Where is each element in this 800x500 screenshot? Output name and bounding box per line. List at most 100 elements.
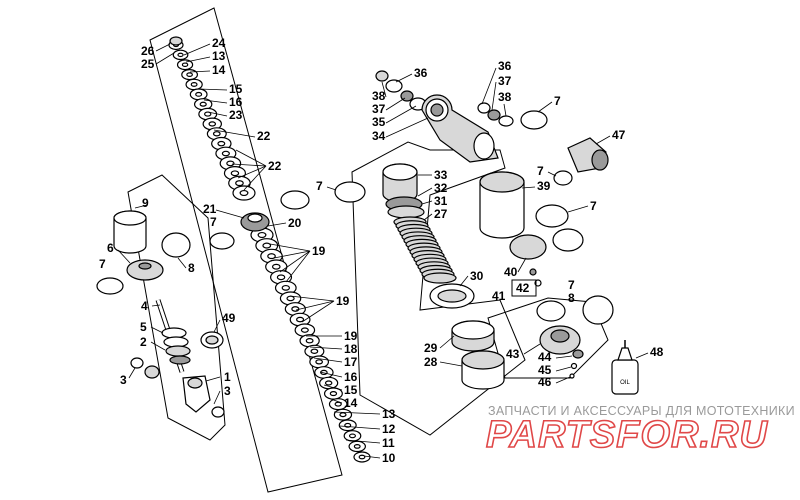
callout-10: 10: [382, 451, 396, 465]
shim-washer-hole: [339, 412, 347, 418]
callout-36-right: 36: [498, 59, 512, 73]
o-ring-mid: [280, 190, 310, 210]
valve-ball: [569, 373, 575, 379]
spring-coil: [423, 272, 457, 284]
callout-8-left: 8: [188, 261, 195, 275]
shim-washer-hole: [177, 52, 184, 58]
callout-15-bottom: 15: [344, 383, 358, 397]
shaft-seal-lower: [165, 345, 191, 357]
callout-8-end: 8: [568, 291, 575, 305]
washer-right-3: [498, 115, 514, 127]
callout-19-mid: 19: [336, 294, 350, 308]
spacer: [144, 365, 160, 379]
oil-bottle: OIL: [611, 340, 639, 395]
shim-washer-hole: [276, 274, 286, 281]
shim-washer-hole: [212, 131, 221, 137]
callout-30: 30: [470, 269, 484, 283]
callout-14-bottom: 14: [344, 396, 358, 410]
callout-2: 2: [140, 335, 147, 349]
piston-ring: [209, 232, 235, 250]
shim-washer-hole: [348, 433, 356, 439]
callout-34: 34: [372, 129, 386, 143]
end-seal: [582, 295, 614, 325]
callout-42: 42: [516, 281, 530, 295]
callout-37-left: 37: [372, 102, 386, 116]
callout-1: 1: [224, 370, 231, 384]
callout-6: 6: [107, 241, 114, 255]
shaft-assembly: [96, 210, 225, 418]
seal: [161, 232, 191, 258]
callout-7-valve: 7: [537, 164, 544, 178]
shim-washer-hole: [281, 284, 291, 291]
callout-5: 5: [140, 320, 147, 334]
watermark-tagline: ЗАПЧАСТИ И АКСЕССУАРЫ ДЛЯ МОТОТЕХНИКИ: [488, 404, 795, 418]
o-ring-upper-right: [520, 110, 548, 130]
snap-ring-left: [130, 357, 144, 369]
bolt-head: [375, 70, 389, 82]
shim-washer-hole: [239, 189, 249, 197]
callout-15-top: 15: [229, 82, 243, 96]
callout-25: 25: [141, 57, 155, 71]
callout-21: 21: [203, 202, 217, 216]
shim-washer-hole: [271, 263, 281, 270]
eyelet-hole: [187, 377, 203, 389]
shim-washer-hole: [305, 337, 314, 344]
reservoir-cap-center: [550, 329, 570, 343]
shaft-cap: [126, 259, 164, 281]
bushing-hole: [205, 335, 219, 345]
shim-washer-hole: [358, 454, 366, 460]
o-ring-body: [334, 181, 366, 203]
shim-washer-hole: [291, 306, 300, 312]
callout-16-top: 16: [229, 95, 243, 109]
callout-7-body: 7: [316, 179, 323, 193]
callout-38-left: 38: [372, 89, 386, 103]
shim-washer-hole: [286, 295, 295, 302]
shim-washer-hole: [181, 62, 189, 68]
shim-washer-hole: [190, 82, 198, 87]
callout-46: 46: [538, 375, 552, 389]
callout-29: 29: [424, 341, 438, 355]
shim-washer-hole: [329, 391, 338, 397]
callout-24: 24: [212, 36, 226, 50]
shim-stack-frame: [149, 7, 343, 493]
bump-stop-top: [113, 210, 147, 226]
shaft-washer: [169, 355, 191, 365]
callout-13-top: 13: [212, 49, 226, 63]
shim-washer-hole: [199, 101, 207, 107]
callout-45: 45: [538, 363, 552, 377]
callout-13-bottom: 13: [382, 407, 396, 421]
callouts-left: 9 6 7 8 4 5 2 49 3 1 3: [99, 196, 236, 405]
callout-31: 31: [434, 194, 448, 208]
callout-26: 26: [141, 44, 155, 58]
body-cap-top: [382, 163, 418, 181]
body-head-port: [473, 132, 495, 160]
schrader-valve: [572, 349, 584, 359]
valve-seal: [570, 362, 578, 370]
callout-39: 39: [537, 179, 551, 193]
callout-3-right: 3: [224, 384, 231, 398]
callout-27: 27: [434, 207, 448, 221]
shim-stack: [168, 36, 371, 463]
callouts-shim-stack: 26 25 24 13 14 15 16 23 22 22 21 7 20 19…: [141, 36, 396, 465]
washer-right-1: [477, 102, 491, 114]
callout-43: 43: [506, 347, 520, 361]
snap-ring-right: [211, 406, 225, 418]
shim-washer-hole: [257, 231, 267, 239]
callout-7-end: 7: [568, 278, 575, 292]
shim-washer-hole: [315, 359, 323, 365]
callout-9: 9: [142, 196, 149, 210]
shim-washer-hole: [296, 316, 305, 323]
callout-14-top: 14: [212, 63, 226, 77]
oil-bottle-neck: [617, 347, 633, 361]
watermark-brand-logo: PARTSFOR.RU: [485, 413, 768, 457]
shock-body: [334, 163, 505, 390]
callout-40: 40: [504, 265, 518, 279]
callout-38-right: 38: [498, 90, 512, 104]
callout-19-bottom: 19: [344, 329, 358, 343]
shim-washer-hole: [217, 140, 226, 147]
shim-washer-hole: [310, 348, 319, 354]
shim-washer-hole: [186, 72, 193, 77]
shim-washer-hole: [267, 253, 276, 260]
oil-bottle-body: [611, 359, 639, 395]
